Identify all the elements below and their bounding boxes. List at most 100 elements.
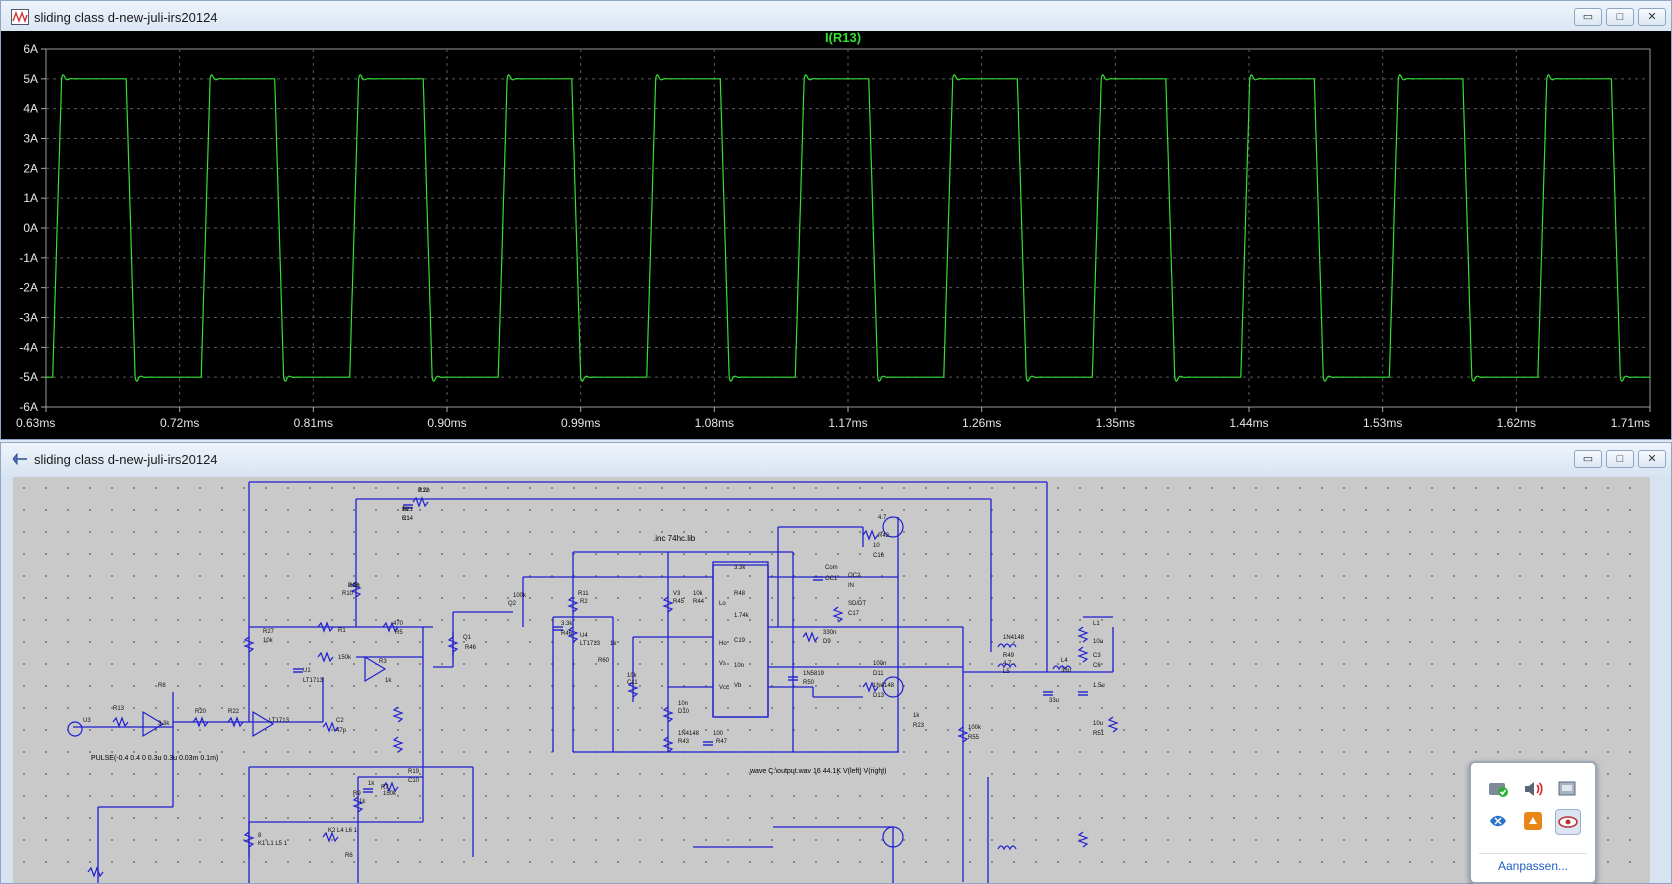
component-label[interactable]: 8 — [258, 833, 262, 839]
component-label[interactable]: R10 — [342, 591, 354, 597]
maximize-button[interactable]: □ — [1606, 8, 1634, 26]
component-label[interactable]: 100k — [513, 593, 527, 599]
resistor-symbol[interactable] — [382, 621, 399, 633]
component-label[interactable]: Vb — [734, 683, 742, 689]
component-label[interactable]: 1k — [402, 507, 409, 513]
component-label[interactable]: C1 — [402, 516, 410, 522]
component-label[interactable]: 330n — [823, 630, 836, 636]
component-label[interactable]: Com — [825, 565, 838, 571]
component-label[interactable]: 10u — [1093, 721, 1103, 727]
resistor-symbol[interactable] — [862, 681, 879, 693]
waveform-titlebar[interactable]: sliding class d-new-juli-irs20124 ▭ □ ✕ — [1, 1, 1671, 33]
component-label[interactable]: 2.2n — [418, 488, 430, 494]
component-label[interactable]: 1.74k — [734, 613, 750, 619]
component-label[interactable]: R49 — [1003, 653, 1015, 659]
component-label[interactable]: C10 — [408, 778, 420, 784]
component-label[interactable]: R19 — [408, 769, 420, 775]
resistor-symbol[interactable] — [567, 626, 579, 643]
component-label[interactable]: 1N4148 — [873, 683, 895, 689]
component-label[interactable]: U3 — [83, 718, 91, 724]
component-label[interactable]: R7 — [381, 785, 389, 791]
component-label[interactable]: R50 — [803, 680, 815, 686]
resistor-symbol[interactable] — [243, 831, 255, 848]
resistor-symbol[interactable] — [317, 651, 334, 663]
trace-i-r13[interactable] — [46, 73, 1650, 383]
inductor-symbol[interactable] — [1052, 665, 1072, 671]
component-label[interactable]: 3.3k — [734, 565, 746, 571]
voltage-source[interactable] — [67, 721, 83, 737]
component-label[interactable]: D10 — [678, 709, 690, 715]
maximize-button[interactable]: □ — [1606, 450, 1634, 468]
component-label[interactable]: 47p — [336, 728, 347, 734]
mosfet-symbol[interactable] — [882, 826, 904, 848]
component-label[interactable]: R11 — [578, 591, 589, 597]
component-label[interactable]: OC2 — [848, 573, 861, 579]
resistor-symbol[interactable] — [1077, 626, 1089, 643]
component-label[interactable]: R51 — [1093, 731, 1105, 737]
close-button[interactable]: ✕ — [1638, 450, 1666, 468]
resistor-symbol[interactable] — [627, 681, 639, 698]
resistor-symbol[interactable] — [412, 496, 429, 508]
component-label[interactable]: L4 — [1061, 658, 1068, 664]
component-label[interactable]: R5 — [395, 630, 403, 636]
component-label[interactable]: R23 — [913, 723, 925, 729]
resistor-symbol[interactable] — [1077, 831, 1089, 848]
resistor-symbol[interactable] — [322, 831, 339, 843]
component-label[interactable]: 1N4148 — [1003, 635, 1025, 641]
minimize-button[interactable]: ▭ — [1574, 8, 1602, 26]
opamp-symbol[interactable] — [142, 710, 165, 738]
component-label[interactable]: U4 — [580, 633, 588, 639]
component-label[interactable]: R14 — [402, 516, 414, 522]
component-label[interactable]: R48 — [734, 591, 746, 597]
component-label[interactable]: 100n — [873, 661, 886, 667]
component-label[interactable]: 1k — [368, 781, 375, 787]
component-label[interactable]: R1 — [338, 628, 346, 634]
component-label[interactable]: C11 — [627, 680, 638, 686]
component-label[interactable]: D9 — [823, 639, 831, 645]
component-label[interactable]: 4.7 — [878, 515, 887, 521]
component-label[interactable]: C6 — [1093, 663, 1101, 669]
component-label[interactable]: R46 — [561, 631, 573, 637]
component-label[interactable]: R22 — [228, 709, 240, 715]
component-label[interactable]: OC1 — [825, 576, 838, 582]
component-label[interactable]: R47 — [716, 739, 728, 745]
resistor-symbol[interactable] — [662, 706, 674, 723]
component-label[interactable]: C19 — [734, 638, 746, 644]
resistor-symbol[interactable] — [392, 706, 404, 723]
component-label[interactable]: C17 — [848, 611, 860, 617]
resistor-symbol[interactable] — [662, 596, 674, 613]
component-label[interactable]: 3.3k — [158, 721, 170, 727]
component-label[interactable]: R13 — [113, 706, 125, 712]
bluetooth-icon[interactable] — [1486, 809, 1510, 833]
resistor-symbol[interactable] — [87, 866, 104, 878]
component-label[interactable]: 3.3k — [561, 621, 573, 627]
component-label[interactable]: LT1713 — [269, 718, 290, 724]
component-label[interactable]: Vs — [719, 661, 726, 667]
resistor-symbol[interactable] — [957, 726, 969, 743]
component-label[interactable]: K2 L4 L6 1 — [328, 828, 358, 834]
inductor-symbol[interactable] — [997, 845, 1017, 851]
component-label[interactable]: 100 — [713, 731, 724, 737]
component-label[interactable]: R46 — [465, 645, 477, 651]
component-label[interactable]: R55 — [968, 735, 980, 741]
component-label[interactable]: 10n — [678, 701, 688, 707]
inductor-symbol[interactable] — [997, 643, 1017, 649]
component-label[interactable]: Q1 — [463, 635, 472, 641]
component-label[interactable]: 1k — [359, 799, 366, 805]
component-label[interactable]: Ho — [719, 641, 727, 647]
resistor-symbol[interactable] — [227, 716, 244, 728]
resistor-symbol[interactable] — [567, 596, 579, 613]
component-label[interactable]: 150k — [383, 791, 397, 797]
spice-include-directive[interactable]: .inc 74hc.lib — [653, 534, 696, 543]
resistor-symbol[interactable] — [317, 621, 334, 633]
resistor-symbol[interactable] — [832, 606, 844, 623]
component-label[interactable]: R16 — [348, 583, 360, 589]
component-label[interactable]: R2 — [580, 599, 588, 605]
component-label[interactable]: C2 — [336, 718, 344, 724]
component-label[interactable]: D13 — [873, 693, 885, 699]
speaker-icon[interactable] — [1521, 777, 1545, 801]
component-label[interactable]: R42 — [878, 533, 890, 539]
resistor-symbol[interactable] — [662, 736, 674, 753]
